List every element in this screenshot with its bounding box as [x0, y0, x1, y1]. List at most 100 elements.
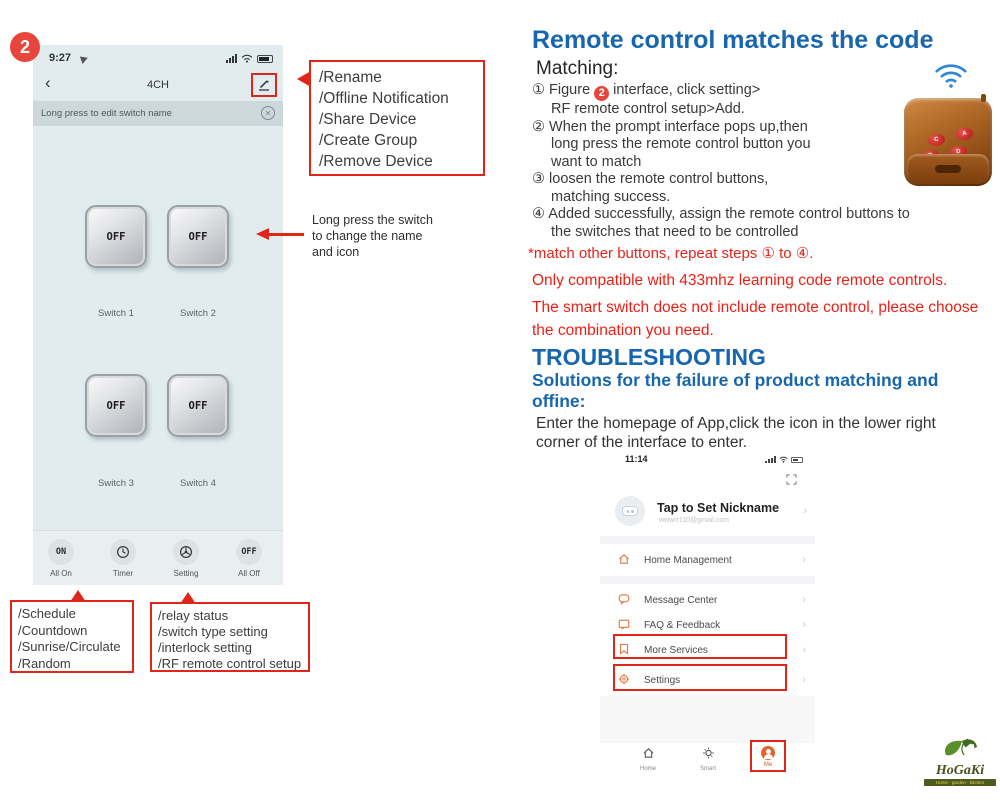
troubleshooting-title: TROUBLESHOOTING	[532, 344, 766, 370]
smart-icon	[702, 747, 714, 759]
switch2-label: Switch 2	[180, 308, 216, 319]
switch2-button[interactable]: OFF	[167, 205, 229, 268]
me-person-icon	[761, 746, 775, 760]
timer-callout-line: /Schedule	[18, 606, 76, 621]
menu-callout-line: /Create Group	[319, 132, 418, 149]
device-menu-callout: /Rename /Offline Notification /Share Dev…	[297, 60, 485, 176]
step-2-line-3: want to match	[551, 153, 642, 170]
content-placeholder	[600, 696, 815, 743]
menu-item-settings[interactable]: Settings ›	[600, 668, 815, 692]
callout-pointer-up	[180, 592, 196, 604]
logo-name: HoGaKi	[935, 763, 985, 778]
cellular-signal-icon	[226, 54, 237, 63]
switch3-button[interactable]: OFF	[85, 374, 147, 437]
scan-icon[interactable]	[786, 472, 797, 490]
chevron-right-icon: ›	[803, 505, 807, 517]
switch1-label: Switch 1	[98, 308, 134, 319]
timer-button[interactable]: Timer	[97, 539, 149, 578]
switch1-button[interactable]: OFF	[85, 205, 147, 268]
robot-avatar-icon	[622, 506, 638, 516]
wifi-icon	[241, 54, 253, 63]
gear-icon	[618, 673, 630, 685]
setting-button[interactable]: Setting	[160, 539, 212, 578]
section-title: Remote control matches the code	[532, 26, 934, 54]
remote-body: C A B D	[904, 94, 992, 186]
repeat-steps-note: *match other buttons, repeat steps ① to …	[528, 245, 814, 262]
tab-smart[interactable]: Smart	[686, 746, 730, 772]
battery-icon	[257, 55, 273, 63]
remote-slot	[935, 165, 961, 173]
phone1-hint-banner: Long press to edit switch name ✕	[33, 101, 283, 126]
edit-pencil-icon[interactable]	[257, 78, 271, 92]
figure-2-inline-badge: 2	[594, 86, 610, 101]
chevron-right-icon: ›	[802, 674, 806, 686]
all-on-button[interactable]: ON All On	[35, 539, 87, 578]
faq-icon	[618, 619, 630, 630]
setting-callout-line: /relay status	[158, 608, 229, 623]
all-on-label: All On	[50, 569, 72, 578]
back-icon[interactable]: ‹	[45, 73, 51, 92]
message-icon	[618, 594, 630, 605]
step-3-line-1: ③ loosen the remote control buttons,	[532, 171, 769, 187]
switch4-button[interactable]: OFF	[167, 374, 229, 437]
timer-menu-callout: /Schedule /Countdown /Sunrise/Circulate …	[10, 590, 134, 673]
step-2-line-1: ② When the prompt interface pops up,then	[532, 118, 808, 135]
close-icon[interactable]: ✕	[261, 106, 275, 120]
edit-button-red-highlight[interactable]	[251, 73, 277, 97]
phone1-time: 9:27	[49, 52, 72, 64]
remote-control-graphic: C A B D	[900, 58, 995, 188]
remote-bottom-flap	[907, 154, 989, 184]
step-4-line-1: ④ Added successfully, assign the remote …	[532, 206, 910, 222]
all-on-circle[interactable]: ON	[48, 539, 74, 565]
left-arrow-icon	[256, 228, 269, 240]
all-off-button[interactable]: OFF All Off	[223, 539, 275, 578]
menu-item-faq-feedback[interactable]: FAQ & Feedback ›	[600, 613, 815, 637]
rf-signal-icon	[935, 64, 967, 88]
all-off-circle[interactable]: OFF	[236, 539, 262, 565]
callout-pointer-up	[70, 590, 86, 602]
phone2-tab-bar: Home Smart Me	[600, 740, 815, 781]
chevron-right-icon: ›	[802, 619, 806, 631]
chevron-right-icon: ›	[802, 644, 806, 656]
phone1-screenshot: 9:27 ‹ 4CH Long press to edit switch nam…	[33, 45, 283, 585]
nickname-button[interactable]: Tap to Set Nickname	[657, 501, 780, 515]
switch4-label: Switch 4	[180, 478, 216, 489]
remote-not-included-warning: The smart switch does not include remote…	[532, 299, 979, 339]
setting-callout-line: /switch type setting	[158, 624, 268, 639]
setting-callout-line: /interlock setting	[158, 640, 252, 655]
phone1-bottom-toolbar: ON All On Timer Setting OFF All Off	[33, 530, 283, 585]
switch3-label: Switch 3	[98, 478, 134, 489]
more-services-red-highlight	[613, 634, 787, 659]
chevron-right-icon: ›	[802, 594, 806, 606]
figure-2-badge: 2	[10, 32, 40, 62]
home-icon	[619, 554, 629, 564]
step-1-line-2: RF remote control setup>Add.	[551, 101, 745, 117]
remote-button-c: C	[927, 132, 946, 148]
phone1-status-bar: 9:27	[33, 45, 283, 71]
gear-icon[interactable]	[173, 539, 199, 565]
menu-item-message-center[interactable]: Message Center ›	[600, 588, 815, 612]
tab-me[interactable]: Me	[746, 746, 790, 768]
menu-callout-line: /Share Device	[319, 111, 417, 128]
menu-item-home-management[interactable]: Home Management ›	[600, 548, 815, 572]
phone1-nav-bar: ‹ 4CH	[33, 71, 283, 101]
phone1-device-title: 4CH	[146, 79, 169, 91]
bookmark-icon	[619, 643, 629, 655]
menu-item-more-services[interactable]: More Services ›	[600, 638, 815, 662]
clock-icon[interactable]	[110, 539, 136, 565]
setting-label: Setting	[173, 569, 199, 578]
cellular-signal-icon	[765, 456, 776, 463]
phone2-screenshot: 11:14 Tap to Set Nickname wwwrr110@gmail…	[600, 448, 815, 788]
callout-pointer-left	[297, 71, 311, 87]
separator	[600, 536, 815, 544]
timer-callout-line: /Random	[18, 655, 71, 671]
troubleshooting-body: Enter the homepage of App,click the icon…	[536, 415, 936, 451]
logo-tagline: Home - garden - kitchen	[924, 779, 996, 786]
avatar[interactable]	[615, 496, 645, 526]
step-2-line-2: long press the remote control button you	[551, 136, 811, 152]
matching-heading: Matching:	[536, 58, 619, 79]
brand-logo: HoGaKi Home - garden - kitchen	[924, 735, 996, 793]
tab-home[interactable]: Home	[626, 746, 670, 772]
